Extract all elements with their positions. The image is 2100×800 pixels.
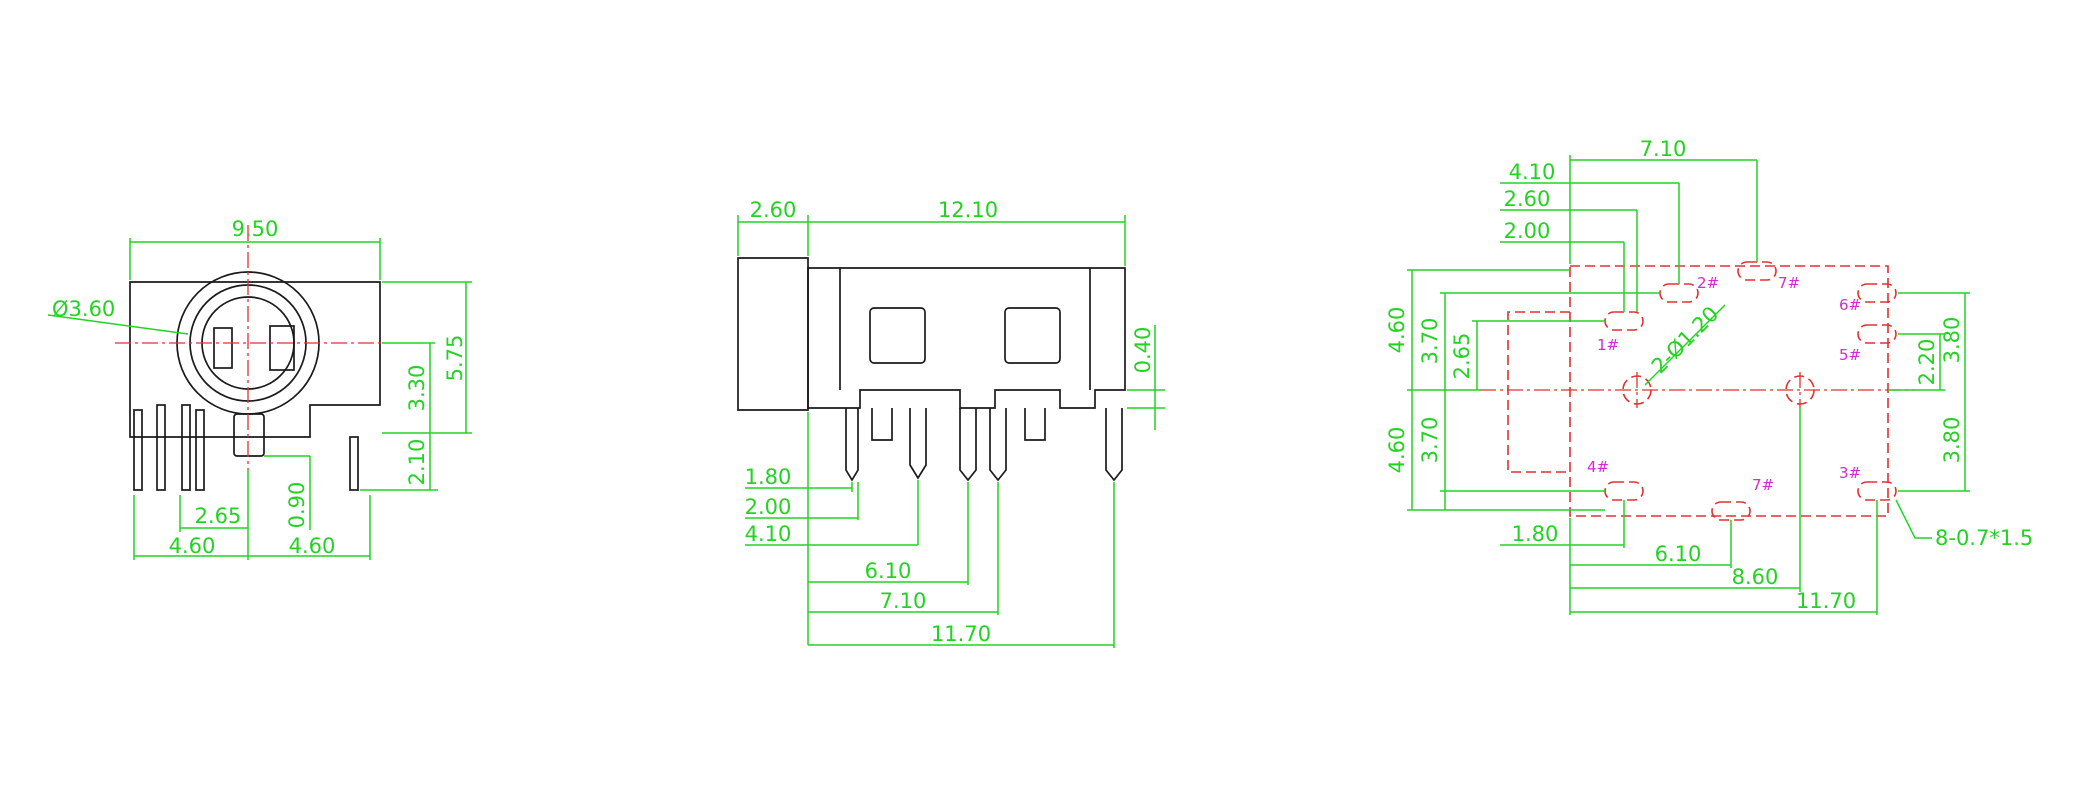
side-pin-2-label: 2.00 [745,495,792,519]
front-center-height-label: 3.30 [405,365,429,412]
front-pin-offset-label: 0.90 [285,482,309,529]
side-pin-6-label: 11.70 [931,622,991,646]
pin-label-7-bottom: 7# [1752,476,1774,494]
front-hole-diameter-label: Ø3.60 [52,297,115,321]
side-step-label: 0.40 [1131,327,1155,374]
footprint-left-2-label: 3.70 [1418,318,1442,365]
pin-label-6: 6# [1839,296,1861,314]
footprint-top-4-label: 2.00 [1504,219,1551,243]
front-latch [233,413,265,457]
pin-label-3: 3# [1839,464,1861,482]
footprint-view: 1# 2# 7# 6# 5# 4# 7# 3# [1385,137,2033,615]
slot-7-top [1737,261,1777,281]
side-window-right [1004,307,1061,364]
slot-4 [1604,481,1644,501]
footprint-right-3-label: 3.80 [1940,417,1964,464]
front-total-height-label: 5.75 [443,335,467,382]
front-width-label: 9.50 [232,217,279,241]
pin-label-4: 4# [1587,458,1609,476]
side-nose-label: 2.60 [750,198,797,222]
side-window-left [869,307,926,364]
footprint-top-1-label: 7.10 [1640,137,1687,161]
slot-6 [1857,283,1897,303]
front-dimensions [47,238,472,560]
footprint-top-2-label: 4.10 [1509,160,1556,184]
side-body-outline [807,267,1126,409]
footprint-dimensions [1407,155,1970,615]
front-legs [133,404,359,491]
footprint-hole-note: 2-Ø1.20 [1647,302,1724,379]
side-body-length-label: 12.10 [938,198,998,222]
side-pin-1-label: 1.80 [745,465,792,489]
slot-7-bottom [1711,501,1751,521]
footprint-left-5-label: 3.70 [1418,417,1442,464]
footprint-left-4-label: 4.60 [1385,427,1409,474]
pin-label-5: 5# [1839,346,1861,364]
pin-label-7-top: 7# [1778,274,1800,292]
side-pins [845,408,1123,482]
front-body-outline [129,281,381,438]
side-pin-4-label: 6.10 [865,559,912,583]
footprint-bottom-3-label: 8.60 [1732,565,1779,589]
pin-label-2: 2# [1697,274,1719,292]
footprint-top-3-label: 2.60 [1504,187,1551,211]
slot-1 [1604,311,1644,331]
front-contact-left [213,327,233,369]
slot-5 [1857,324,1897,344]
footprint-bottom-2-label: 6.10 [1655,542,1702,566]
side-nose-outline [737,257,809,411]
pin-label-1: 1# [1597,336,1619,354]
footprint-right-1-label: 2.20 [1915,339,1939,386]
slot-3 [1857,481,1897,501]
footprint-nose-outline [1507,311,1570,473]
footprint-body-outline [1569,265,1889,517]
side-dimensions [737,215,1165,648]
front-pin-length-label: 2.10 [405,439,429,486]
front-contact-right [269,325,295,371]
side-pin-5-label: 7.10 [880,589,927,613]
front-spacing-right-label: 4.60 [289,534,336,558]
footprint-left-1-label: 4.60 [1385,307,1409,354]
footprint-bottom-4-label: 11.70 [1796,589,1856,613]
front-spacing-small-label: 2.65 [195,504,242,528]
front-view: 9.50 Ø3.60 5.75 3.30 2.10 0.90 2.65 4.60… [47,217,472,560]
footprint-bottom-1-label: 1.80 [1512,522,1559,546]
footprint-left-3-label: 2.65 [1450,333,1474,380]
side-pin-3-label: 4.10 [745,522,792,546]
side-view: 2.60 12.10 0.40 1.80 2.00 4.10 6.10 7.10… [737,198,1165,648]
front-spacing-left-label: 4.60 [169,534,216,558]
slot-2 [1659,283,1699,303]
footprint-right-2-label: 3.80 [1940,317,1964,364]
footprint-slot-note: 8-0.7*1.5 [1935,526,2033,550]
